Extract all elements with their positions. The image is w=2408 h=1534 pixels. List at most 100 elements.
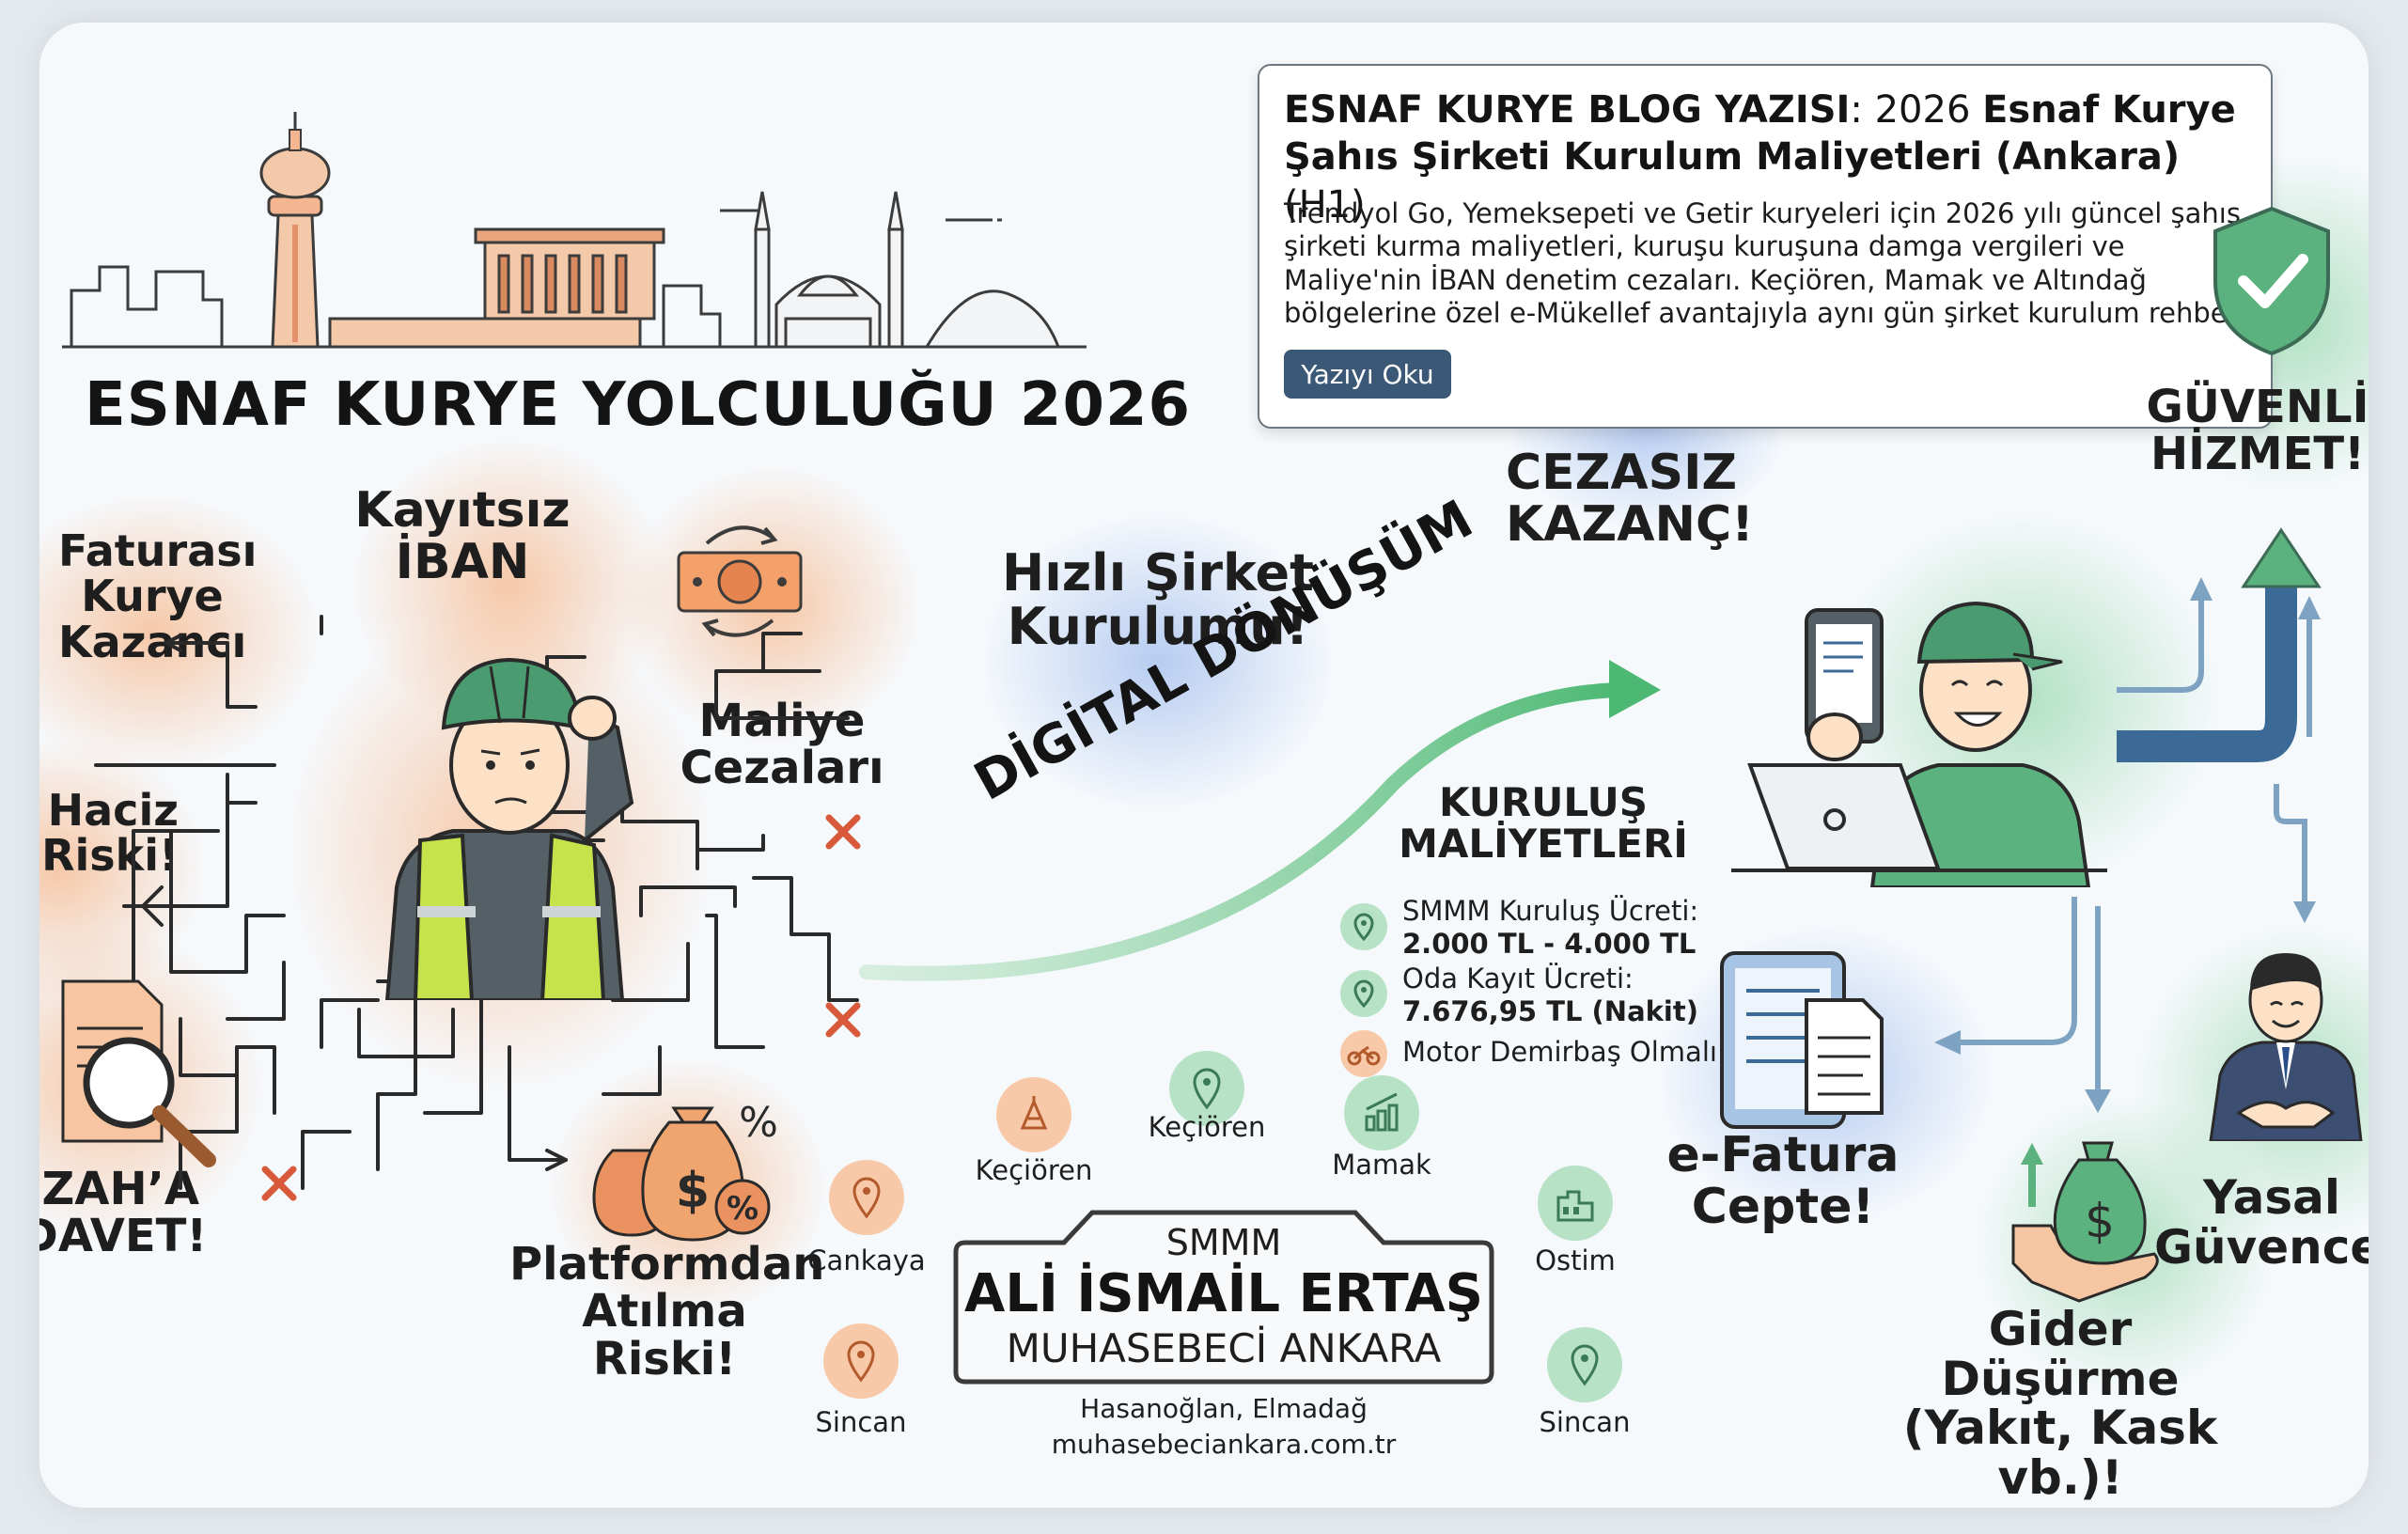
cost-value: 2.000 TL - 4.000 TL <box>1402 927 1697 960</box>
building-icon <box>1020 1096 1048 1130</box>
down-arrow-icon <box>2085 906 2111 1113</box>
label-line: Kurye <box>81 571 224 622</box>
smmm-website: muhasebeciankara.com.tr <box>1051 1429 1397 1460</box>
money-bags-icon: $ % % <box>592 1099 778 1242</box>
smmm-card: SMMM ALİ İSMAİL ERTAŞ MUHASEBECİ ANKARA … <box>942 1184 1506 1424</box>
pin-sincan-a <box>823 1323 899 1399</box>
ankara-skyline-icon <box>62 112 1087 349</box>
label-line: DAVET! <box>39 1210 208 1263</box>
label-line: İZAH’A <box>39 1163 199 1215</box>
pin-mamak <box>1344 1075 1419 1150</box>
label-line: Faturası <box>58 525 258 576</box>
blog-title: ESNAF KURYE BLOG YAZISI: 2026 Esnaf Kury… <box>1284 86 2252 228</box>
svg-text:$: $ <box>676 1163 710 1219</box>
infographic-page: ESNAF KURYE YOLCULUĞU 2026 Faturası Kury… <box>39 23 2369 1508</box>
location-pin-icon <box>847 1340 875 1383</box>
label-kayitsiz-iban: Kayıtsız İBAN <box>331 485 594 587</box>
growth-chart-icon <box>1365 1092 1399 1132</box>
blog-title-part: : 2026 <box>1850 88 1983 132</box>
pin-label-cankaya: Çankaya <box>807 1244 926 1276</box>
label-platformdan-atilma: Platformdan Atılma Riski! <box>509 1238 825 1385</box>
smmm-card-frame-icon <box>953 1210 1494 1385</box>
growth-arrows-icon <box>2117 527 2322 923</box>
label-line: Cezaları <box>680 742 884 795</box>
cost-smmm: SMMM Kuruluş Ücreti: 2.000 TL - 4.000 TL <box>1402 895 1698 961</box>
money-hand-icon: $ <box>2011 1141 2159 1303</box>
blog-description: Trendyol Go, Yemeksepeti ve Getir kuryel… <box>1284 197 2255 330</box>
label-line: e-Fatura <box>1666 1127 1900 1183</box>
e-fatura-tablet-icon <box>1720 951 1884 1129</box>
blog-title-part: Esnaf Kurye Şahıs Şirketi Kurulum Maliye… <box>1284 88 2236 180</box>
cost-label: Oda Kayıt Ücreti: <box>1402 963 1634 994</box>
pin-kecioren-b <box>1169 1051 1244 1126</box>
motorcycle-icon <box>1340 1030 1387 1077</box>
pin-ostim <box>1538 1166 1613 1241</box>
svg-text:%: % <box>727 1190 758 1228</box>
smmm-name: ALİ İSMAİL ERTAŞ <box>964 1263 1483 1324</box>
label-line: Maliye <box>698 695 866 747</box>
magnifier-document-icon <box>61 979 216 1167</box>
blog-card: ESNAF KURYE BLOG YAZISI: 2026 Esnaf Kury… <box>1258 64 2273 429</box>
location-pin-icon <box>1193 1068 1221 1110</box>
label-line: Hızlı Şirket <box>1002 543 1314 603</box>
location-pin-icon <box>1571 1344 1599 1386</box>
cost-label: SMMM Kuruluş Ücreti: <box>1402 895 1699 927</box>
label-faturasi-kurye-kazanci: Faturası Kurye Kazancı <box>58 525 258 665</box>
label-haciz-riski: Haciz Riski! <box>39 788 179 879</box>
pin-cankaya <box>829 1160 904 1235</box>
pin-label-kecioren-b: Keçiören <box>1148 1111 1266 1143</box>
pin-label-kecioren-a: Keçiören <box>975 1154 1093 1186</box>
label-line: CEZASIZ <box>1506 445 1738 501</box>
businessman-handshake-icon <box>2209 953 2363 1141</box>
glow-hizli <box>979 511 1337 812</box>
label-line: Gider <box>1988 1302 2133 1356</box>
label-line: İBAN <box>395 533 530 590</box>
label-izaha-davet: İZAH’A DAVET! <box>39 1163 208 1263</box>
location-pin-icon <box>1340 970 1387 1017</box>
label-line: Kurulumu! <box>1007 596 1309 656</box>
cost-oda: Oda Kayıt Ücreti: 7.676,95 TL (Nakit) <box>1402 963 1698 1028</box>
costs-title: KURULUŞ MALİYETLERİ <box>1365 779 1722 868</box>
pin-label-sincan-b: Sincan <box>1539 1406 1631 1438</box>
smmm-area: Hasanoğlan, Elmadağ <box>1080 1393 1368 1424</box>
svg-text:%: % <box>739 1099 778 1147</box>
smmm-label: SMMM <box>1165 1222 1282 1263</box>
pin-label-sincan-a: Sincan <box>815 1406 907 1438</box>
label-maliye-cezalari: Maliye Cezaları <box>641 697 923 792</box>
label-line: Yasal <box>2203 1170 2340 1225</box>
money-exchange-icon <box>677 525 803 637</box>
shield-check-icon <box>2213 206 2330 356</box>
label-line: KURULUŞ <box>1439 779 1648 825</box>
blog-title-part: ESNAF KURYE BLOG YAZISI <box>1284 88 1851 132</box>
cost-motor: Motor Demirbaş Olmalı! <box>1402 1036 1728 1068</box>
location-pin-icon <box>852 1177 881 1219</box>
smmm-subtitle: MUHASEBECİ ANKARA <box>1006 1325 1442 1371</box>
label-cezasiz-kazanc: CEZASIZ KAZANÇ! <box>1506 445 1754 553</box>
confused-courier-icon <box>384 657 634 1000</box>
read-article-button[interactable]: Yazıyı Oku <box>1284 350 1451 399</box>
pin-sincan-b <box>1547 1327 1622 1402</box>
label-line: (Yakıt, Kask vb.)! <box>1902 1401 2218 1505</box>
label-line: HİZMET! <box>2150 428 2366 481</box>
pin-label-ostim: Ostim <box>1535 1244 1616 1276</box>
happy-courier-icon <box>1731 601 2107 887</box>
label-line: KAZANÇ! <box>1506 495 1754 553</box>
label-gider-dusurme: Gider Düşürme (Yakıt, Kask vb.)! <box>1882 1305 2239 1502</box>
digital-transformation-arrow-icon <box>859 660 1661 981</box>
cost-value: 7.676,95 TL (Nakit) <box>1402 994 1698 1027</box>
label-yasal-guvence: Yasal Güvence! <box>2154 1173 2369 1272</box>
pin-kecioren-a <box>996 1077 1071 1152</box>
label-line: Kayıtsız <box>354 482 571 539</box>
svg-text:$: $ <box>2085 1194 2115 1248</box>
label-line: MALİYETLERİ <box>1399 821 1688 868</box>
label-line: Haciz <box>47 785 179 836</box>
factory-icon <box>1556 1190 1594 1222</box>
label-line: Cepte! <box>1691 1178 1875 1235</box>
blog-title-part: (H1) <box>1284 182 1366 227</box>
pin-label-mamak: Mamak <box>1332 1149 1431 1181</box>
label-line: Atılma Riski! <box>582 1285 747 1385</box>
label-line: GÜVENLİ <box>2146 381 2369 433</box>
label-line: Platformdan <box>509 1238 825 1291</box>
label-line: Güvence! <box>2154 1219 2369 1275</box>
label-line: Düşürme <box>1941 1351 2180 1406</box>
